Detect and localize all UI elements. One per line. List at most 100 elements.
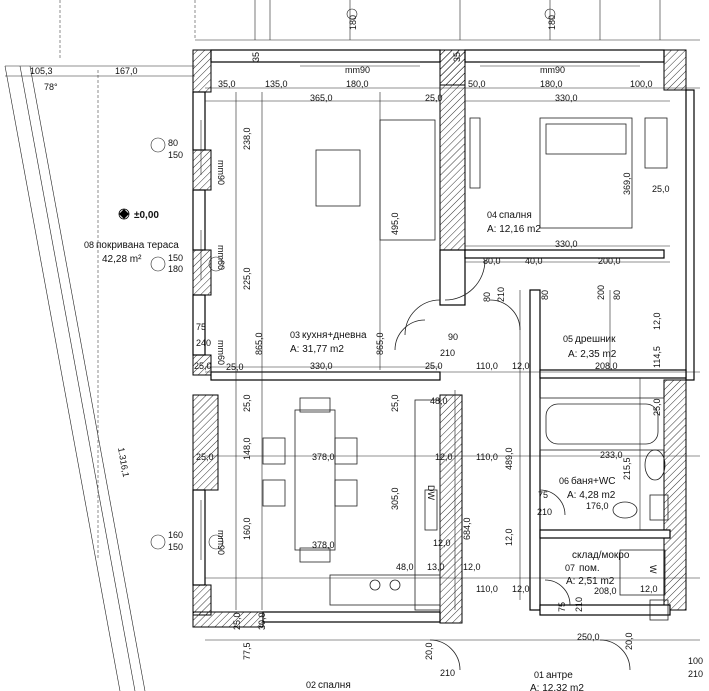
dim-text: 369,0: [622, 172, 632, 195]
dim-text: 200: [596, 285, 606, 300]
dim-text: 225,0: [242, 267, 252, 290]
room-area: 42,28 m²: [102, 254, 142, 265]
dim-text: 12,0: [433, 538, 451, 548]
dim-text: 865,0: [375, 332, 385, 355]
room-name-2: пом.: [579, 563, 600, 574]
room-area: A: 2,51 m2: [566, 576, 615, 587]
dim-text: 208,0: [594, 586, 617, 596]
dim-text: 1.316,1: [116, 447, 131, 478]
dim-text: 12,0: [504, 528, 514, 546]
dim-text: 215,5: [622, 457, 632, 480]
dim-text: 160,0: [242, 517, 252, 540]
fixture-labels: DW W: [426, 485, 658, 574]
dim-text: 210: [440, 348, 455, 358]
terrace-outline: [4, 0, 196, 691]
dim-text: 80: [540, 290, 550, 300]
dim-text: 330,0: [555, 239, 578, 249]
dim-text: 148,0: [242, 437, 252, 460]
dim-text: 80: [168, 138, 178, 148]
dim-text: 110,0: [476, 452, 498, 462]
dim-text: 150: [168, 542, 183, 552]
dim-text: 80,0: [483, 256, 501, 266]
level-marker: [118, 208, 130, 220]
dim-text: 40,0: [525, 256, 543, 266]
dim-text: 35,0: [218, 79, 236, 89]
room-name: склад/мокро: [572, 550, 630, 561]
room-number: 07: [565, 563, 575, 573]
dim-text: 78°: [44, 82, 58, 92]
dim-text: 180,0: [346, 79, 369, 89]
dim-text: 25,0: [652, 398, 662, 416]
dim-text: 25,0: [425, 361, 443, 371]
dim-text: 25,0: [196, 452, 214, 462]
dim-text: 180: [168, 264, 183, 274]
dim-text: 210: [688, 669, 703, 679]
bedroom-furniture: [469, 117, 668, 229]
room-name: спалня: [318, 680, 351, 691]
dim-text: 495,0: [390, 212, 400, 235]
dim-text: 160: [168, 530, 183, 540]
dim-text: 180: [348, 15, 358, 30]
dim-text: 50,0: [468, 79, 486, 89]
room-name: баня+WC: [571, 475, 616, 487]
dim-text: 305,0: [390, 487, 400, 510]
window-label: mm90: [540, 65, 565, 75]
dim-text: 12,0: [512, 584, 530, 594]
dim-text: 12,0: [512, 361, 530, 371]
window-labels: mm90 mm90 mm90 mm60 mm60 mm90: [216, 65, 565, 555]
dim-text: 378,0: [312, 452, 335, 462]
markers: [150, 137, 224, 550]
dim-text: 684,0: [462, 517, 472, 540]
room-number: 06: [559, 476, 569, 486]
washer-label: W: [648, 565, 658, 574]
room-name: спалня: [499, 210, 532, 221]
dim-text: 48,0: [430, 396, 448, 406]
dim-text: 200,0: [598, 256, 621, 266]
dim-text: 100: [688, 656, 703, 666]
dim-text: 90: [448, 332, 458, 342]
dim-text: 865,0: [254, 332, 264, 355]
interior-walls: [210, 249, 687, 623]
door-swings: [394, 259, 631, 671]
terrace-level: ±0,00: [134, 210, 159, 221]
dim-text: 210: [440, 668, 455, 678]
dim-text: 330,0: [310, 361, 333, 371]
dim-text: 135,0: [265, 79, 288, 89]
dim-text: 180: [547, 15, 557, 30]
dim-text: 80: [612, 290, 622, 300]
dim-text: 20,0: [424, 642, 434, 660]
dim-text: 100,0: [630, 79, 653, 89]
dimension-lines: [5, 75, 700, 641]
dim-text: 75: [557, 602, 567, 612]
dim-text: 250,0: [577, 632, 600, 642]
dim-text: 210: [537, 507, 552, 517]
dim-text: 330,0: [555, 93, 578, 103]
dim-text: 25,0: [425, 93, 443, 103]
dimension-texts: 105,3 167,0 78° 35,0 135,0 180,0 365,0 2…: [30, 15, 703, 679]
room-area: A: 12,32 m2: [530, 683, 584, 691]
dim-text: 25,0: [652, 184, 670, 194]
dim-text: 233,0: [600, 450, 623, 460]
outer-walls: [192, 49, 695, 628]
room-name: дрешник: [575, 334, 616, 345]
dim-text: 25,0: [242, 394, 252, 412]
room-area: A: 12,16 m2: [487, 224, 541, 235]
dim-text: 12,0: [463, 562, 481, 572]
window-label: mm60: [216, 340, 226, 365]
window-label: mm60: [216, 245, 226, 270]
room-area: A: 31,77 m2: [290, 344, 344, 355]
dishwasher-label: DW: [426, 485, 436, 500]
dim-text: 378,0: [312, 540, 335, 550]
room-number: 01: [534, 670, 544, 680]
dim-text: 110,0: [476, 584, 498, 594]
dim-text: 365,0: [310, 93, 333, 103]
room-labels: ±0,00 08 покривана тераса 42,28 m² 04 сп…: [84, 210, 630, 691]
room-name: покривана тераса: [96, 240, 179, 251]
dim-text: 240: [196, 338, 211, 348]
dim-text: 25,0: [226, 362, 244, 372]
window-label: mm90: [216, 160, 226, 185]
room-number: 05: [563, 334, 573, 344]
dim-text: 75: [538, 490, 548, 500]
dim-text: 30,0: [257, 612, 267, 630]
dim-text: 12,0: [435, 452, 453, 462]
